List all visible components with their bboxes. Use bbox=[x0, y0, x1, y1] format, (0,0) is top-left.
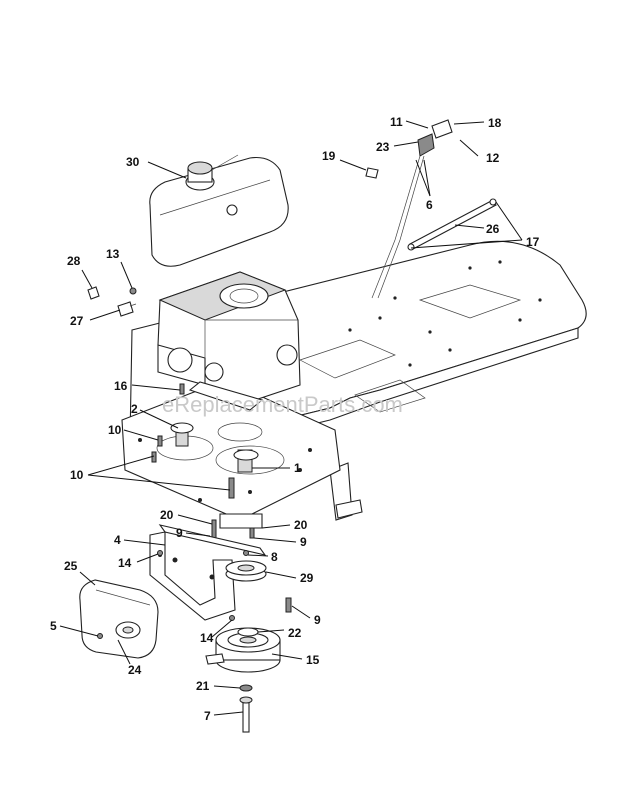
callout-15: 15 bbox=[306, 653, 320, 667]
callout-19: 19 bbox=[322, 149, 336, 163]
throttle-control bbox=[365, 119, 497, 299]
callout-9-right: 9 bbox=[300, 535, 307, 549]
pulley-guard bbox=[79, 579, 159, 659]
callout-2: 2 bbox=[131, 402, 138, 416]
callout-16: 16 bbox=[114, 379, 128, 393]
idler-pulley bbox=[225, 560, 292, 613]
hardware bbox=[151, 383, 249, 621]
clutch-bracket bbox=[149, 513, 267, 621]
callout-5: 5 bbox=[50, 619, 57, 633]
callout-10-upper: 10 bbox=[108, 423, 122, 437]
watermark: eReplacementParts.com bbox=[162, 392, 403, 417]
callout-9-left: 9 bbox=[176, 526, 183, 540]
fuel-tank bbox=[149, 154, 289, 267]
callout-22: 22 bbox=[288, 626, 302, 640]
callout-8: 8 bbox=[271, 550, 278, 564]
callout-27: 27 bbox=[70, 314, 84, 328]
callout-11: 11 bbox=[390, 115, 403, 129]
leader-lines bbox=[59, 120, 523, 716]
callout-28: 28 bbox=[67, 254, 81, 268]
callout-20-left: 20 bbox=[160, 508, 174, 522]
callout-10-lower: 10 bbox=[70, 468, 84, 482]
callout-6: 6 bbox=[426, 198, 433, 212]
callout-23: 23 bbox=[376, 140, 390, 154]
callout-1: 1 bbox=[294, 461, 301, 475]
callout-13: 13 bbox=[106, 247, 120, 261]
callout-25: 25 bbox=[64, 559, 78, 573]
fuel-fittings bbox=[87, 286, 137, 317]
callout-29: 29 bbox=[300, 571, 314, 585]
callout-30: 30 bbox=[126, 155, 140, 169]
callout-14-upper: 14 bbox=[118, 556, 132, 570]
callout-21: 21 bbox=[196, 679, 210, 693]
callout-18: 18 bbox=[488, 116, 502, 130]
callout-17: 17 bbox=[526, 235, 540, 249]
callout-9-lower: 9 bbox=[314, 613, 321, 627]
callout-14-lower: 14 bbox=[200, 631, 214, 645]
callout-7: 7 bbox=[204, 709, 211, 723]
callout-24: 24 bbox=[128, 663, 142, 677]
electric-clutch bbox=[205, 627, 281, 733]
callouts: 30 11 18 23 12 19 6 26 17 13 28 27 16 2 … bbox=[50, 115, 540, 723]
callout-4: 4 bbox=[114, 533, 121, 547]
callout-26: 26 bbox=[486, 222, 500, 236]
engine bbox=[157, 271, 301, 541]
callout-20-right: 20 bbox=[294, 518, 308, 532]
callout-12: 12 bbox=[486, 151, 500, 165]
